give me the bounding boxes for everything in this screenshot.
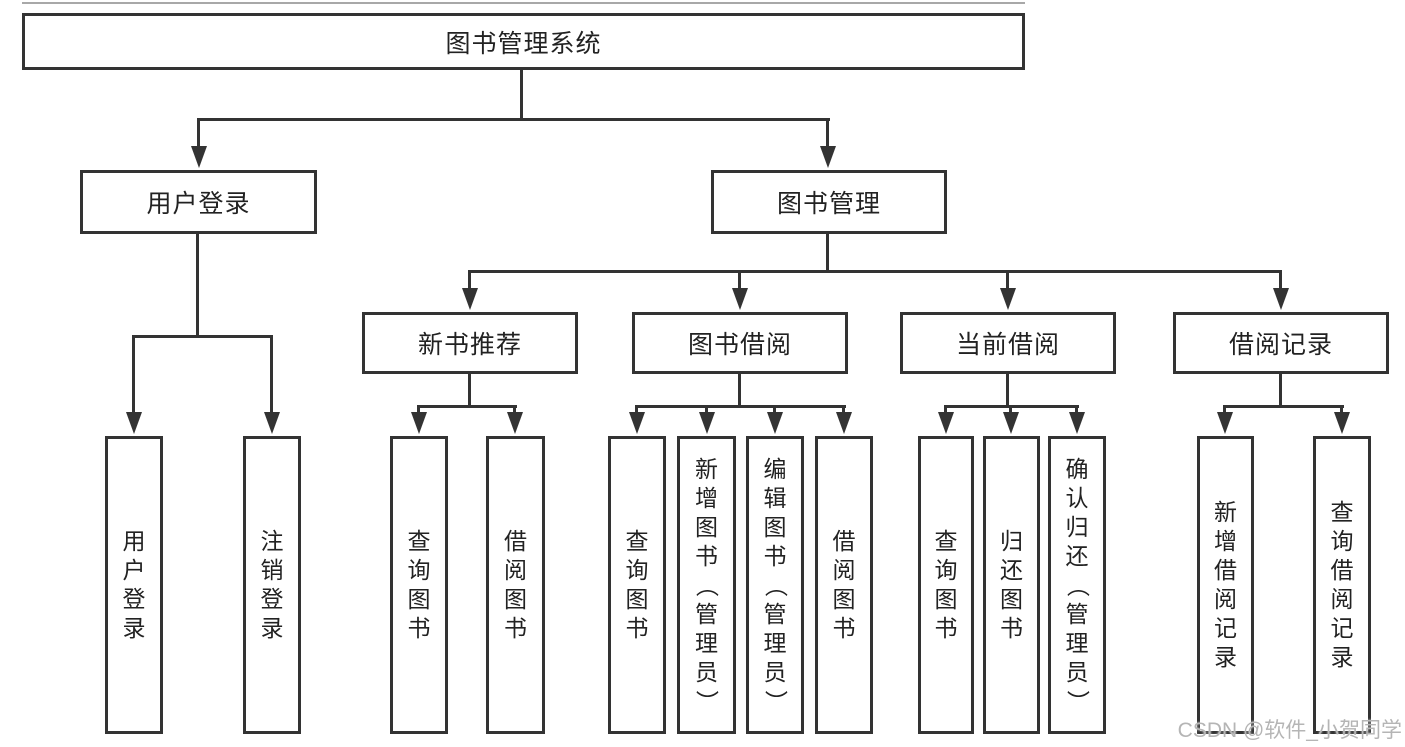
node-current-borrow-label: 当前借阅 xyxy=(955,331,1060,359)
connector-l2-stem-3 xyxy=(1006,270,1009,290)
arrow-leaf-logout xyxy=(264,412,280,434)
node-new-book-recommend: 新书推荐 xyxy=(362,312,578,374)
node-user-login: 用户登录 xyxy=(80,170,317,234)
connector-e-stem-2 xyxy=(1340,405,1343,415)
connector-l1-stem-left xyxy=(197,118,200,150)
connector-b-stem-1 xyxy=(417,405,420,415)
connector-l2-branch xyxy=(468,270,1282,273)
leaf-borrow-books-1-label: 借阅图书 xyxy=(504,528,527,641)
connector-root-stem xyxy=(520,68,523,120)
leaf-return-books-label: 归还图书 xyxy=(1000,528,1023,641)
connector-c-stem-1 xyxy=(635,405,638,415)
connector-a-stem-1 xyxy=(132,335,135,414)
arrow-borrow-records xyxy=(1273,288,1289,310)
connector-l2-stem-4 xyxy=(1279,270,1282,290)
leaf-query-borrow-record-label: 查询借阅记录 xyxy=(1330,499,1354,670)
leaf-edit-books-admin-label: 编辑图书（管理员） xyxy=(762,455,789,713)
node-root-label: 图书管理系统 xyxy=(445,29,602,58)
leaf-confirm-return-admin: 确认归还（管理员） xyxy=(1048,436,1106,734)
node-new-book-recommend-label: 新书推荐 xyxy=(417,331,522,359)
leaf-user-login-label: 用户登录 xyxy=(122,528,146,641)
connector-e-branch xyxy=(1223,405,1344,408)
leaf-confirm-return-admin-label: 确认归还（管理员） xyxy=(1064,455,1091,713)
arrow-leaf-query-borrow-record xyxy=(1334,412,1350,434)
node-book-borrow: 图书借阅 xyxy=(632,312,848,374)
leaf-query-books-3: 查询图书 xyxy=(918,436,974,734)
node-root: 图书管理系统 xyxy=(22,13,1025,70)
connector-l1-branch xyxy=(197,118,830,121)
leaf-user-login: 用户登录 xyxy=(105,436,163,734)
node-borrow-records-label: 借阅记录 xyxy=(1228,331,1333,359)
csdn-watermark: CSDN @软件_小贺同学 xyxy=(1177,719,1402,742)
leaf-add-borrow-record-label: 新增借阅记录 xyxy=(1214,499,1237,670)
connector-b-stem-2 xyxy=(513,405,516,415)
arrow-user-login xyxy=(191,146,207,168)
connector-b-branch xyxy=(417,405,517,408)
leaf-add-books-admin: 新增图书（管理员） xyxy=(677,436,736,734)
connector-l2-stem-1 xyxy=(468,270,471,290)
connector-b-stem xyxy=(468,372,471,408)
arrow-leaf-edit-books xyxy=(767,412,783,434)
connector-c-stem-2 xyxy=(705,405,708,415)
connector-d-stem-2 xyxy=(1009,405,1012,415)
arrow-book-management xyxy=(820,146,836,168)
node-current-borrow: 当前借阅 xyxy=(900,312,1116,374)
leaf-borrow-books-2: 借阅图书 xyxy=(815,436,873,734)
connector-a-branch xyxy=(132,335,273,338)
leaf-logout: 注销登录 xyxy=(243,436,301,734)
top-border-line xyxy=(22,2,1025,4)
connector-l2-stem-2 xyxy=(738,270,741,290)
leaf-edit-books-admin: 编辑图书（管理员） xyxy=(746,436,804,734)
leaf-add-books-admin-label: 新增图书（管理员） xyxy=(694,455,720,713)
leaf-query-books-2-label: 查询图书 xyxy=(625,528,649,641)
leaf-query-borrow-record: 查询借阅记录 xyxy=(1313,436,1371,734)
node-book-management-label: 图书管理 xyxy=(776,190,881,218)
arrow-leaf-return-books xyxy=(1003,412,1019,434)
leaf-query-books-3-label: 查询图书 xyxy=(934,528,958,641)
arrow-current-borrow xyxy=(1000,288,1016,310)
connector-c-stem-3 xyxy=(773,405,776,415)
connector-d-stem-1 xyxy=(944,405,947,415)
node-book-borrow-label: 图书借阅 xyxy=(687,331,792,359)
connector-e-stem xyxy=(1279,372,1282,408)
leaf-logout-label: 注销登录 xyxy=(260,528,284,641)
connector-d-stem-3 xyxy=(1075,405,1078,415)
arrow-leaf-add-books xyxy=(699,412,715,434)
connector-l1-stem-right xyxy=(826,118,829,150)
node-borrow-records: 借阅记录 xyxy=(1173,312,1389,374)
leaf-query-books-1: 查询图书 xyxy=(390,436,448,734)
arrow-leaf-query-books-2 xyxy=(629,412,645,434)
connector-c-branch xyxy=(635,405,846,408)
arrow-leaf-query-books-1 xyxy=(411,412,427,434)
connector-bookmgmt-stem xyxy=(826,232,829,273)
connector-c-stem xyxy=(738,372,741,408)
connector-e-stem-1 xyxy=(1223,405,1226,415)
leaf-query-books-2: 查询图书 xyxy=(608,436,666,734)
arrow-leaf-confirm-return xyxy=(1069,412,1085,434)
arrow-new-book-recommend xyxy=(462,288,478,310)
connector-a-stem-2 xyxy=(270,335,273,414)
leaf-query-books-1-label: 查询图书 xyxy=(407,528,431,641)
leaf-borrow-books-2-label: 借阅图书 xyxy=(832,528,856,641)
node-user-login-label: 用户登录 xyxy=(146,190,251,218)
arrow-leaf-borrow-books-2 xyxy=(836,412,852,434)
arrow-book-borrow xyxy=(732,288,748,310)
connector-d-stem xyxy=(1006,372,1009,408)
connector-userlogin-stem xyxy=(196,232,199,338)
arrow-leaf-borrow-books-1 xyxy=(507,412,523,434)
connector-c-stem-4 xyxy=(842,405,845,415)
leaf-add-borrow-record: 新增借阅记录 xyxy=(1197,436,1254,734)
leaf-borrow-books-1: 借阅图书 xyxy=(486,436,545,734)
arrow-leaf-user-login xyxy=(126,412,142,434)
leaf-return-books: 归还图书 xyxy=(983,436,1040,734)
node-book-management: 图书管理 xyxy=(711,170,947,234)
arrow-leaf-add-borrow-record xyxy=(1217,412,1233,434)
arrow-leaf-query-books-3 xyxy=(938,412,954,434)
